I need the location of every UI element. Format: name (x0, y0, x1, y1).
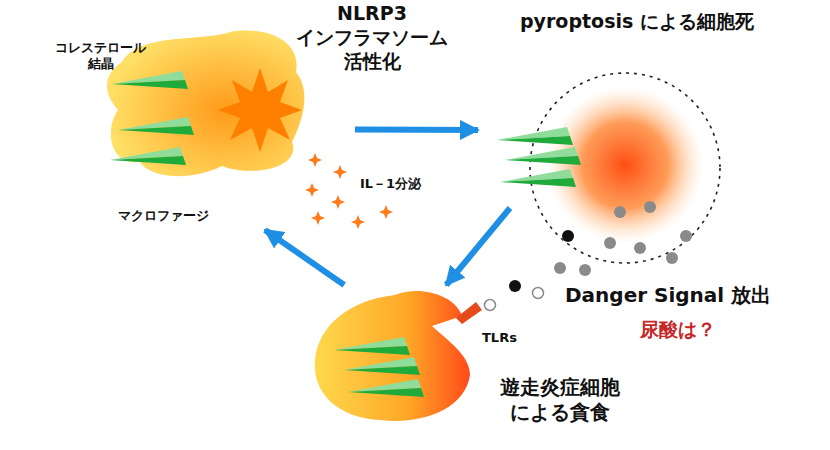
process-label: 遊走炎症細胞 による貪食 (500, 375, 620, 425)
il1-particle (333, 165, 347, 179)
il1-particle (331, 195, 345, 209)
signal-label: Danger Signal 放出 (565, 283, 771, 308)
cholesterol-crystal (112, 71, 188, 89)
il1-particle (379, 205, 393, 219)
danger-signal-dot (554, 262, 566, 274)
cholesterol-crystal (500, 169, 576, 187)
danger-signal-dot (644, 201, 656, 213)
danger-signal-dot (680, 230, 692, 242)
cholesterol-crystal (505, 147, 581, 165)
danger-signal-dot (634, 242, 646, 254)
cholesterol-crystal (348, 379, 424, 397)
il1-particle (305, 183, 319, 197)
flow-arrow (355, 127, 478, 133)
secretion-label: IL－1分泌 (360, 176, 421, 192)
cell-node: pyroptosis による細胞死 (478, 8, 798, 208)
tlr-receptor (456, 302, 482, 324)
danger-signal-dot (509, 280, 521, 292)
il1-particle (351, 215, 365, 229)
danger-signal-dot (604, 237, 616, 249)
crystal-label: コレステロール 結晶 (55, 40, 146, 73)
cholesterol-crystal (118, 117, 194, 135)
danger-signal-dot (533, 288, 544, 299)
cell-node: 遊走炎症細胞 による貪食 (300, 285, 640, 435)
danger-signal-dot (562, 230, 574, 242)
cholesterol-crystal (344, 357, 420, 375)
process-label: NLRP3 インフラマソーム 活性化 (296, 2, 448, 73)
danger-signal-dot (614, 206, 626, 218)
inflammasome-burst (218, 68, 302, 152)
cholesterol-crystal (334, 337, 410, 355)
question-note: 尿酸は？ (640, 318, 716, 342)
inflammatory-cell (315, 291, 470, 421)
dying-cell-glow (547, 87, 703, 243)
danger-signal-dot (485, 300, 496, 311)
danger-signal-dot (666, 252, 678, 264)
il1-particle (308, 153, 322, 167)
receptor-label: TLRs (482, 330, 517, 346)
cell-node: コレステロール 結晶マクロファージ (55, 25, 355, 230)
cholesterol-crystal (497, 127, 573, 145)
flow-arrow (265, 230, 344, 285)
danger-signal-dot (579, 264, 591, 276)
cell-label: マクロファージ (118, 208, 209, 224)
dying-cell-outline (530, 73, 720, 263)
flow-arrow (446, 208, 510, 285)
il1-particle (311, 211, 325, 225)
process-heading: pyroptosis による細胞死 (520, 10, 754, 34)
cholesterol-crystal (110, 147, 186, 165)
